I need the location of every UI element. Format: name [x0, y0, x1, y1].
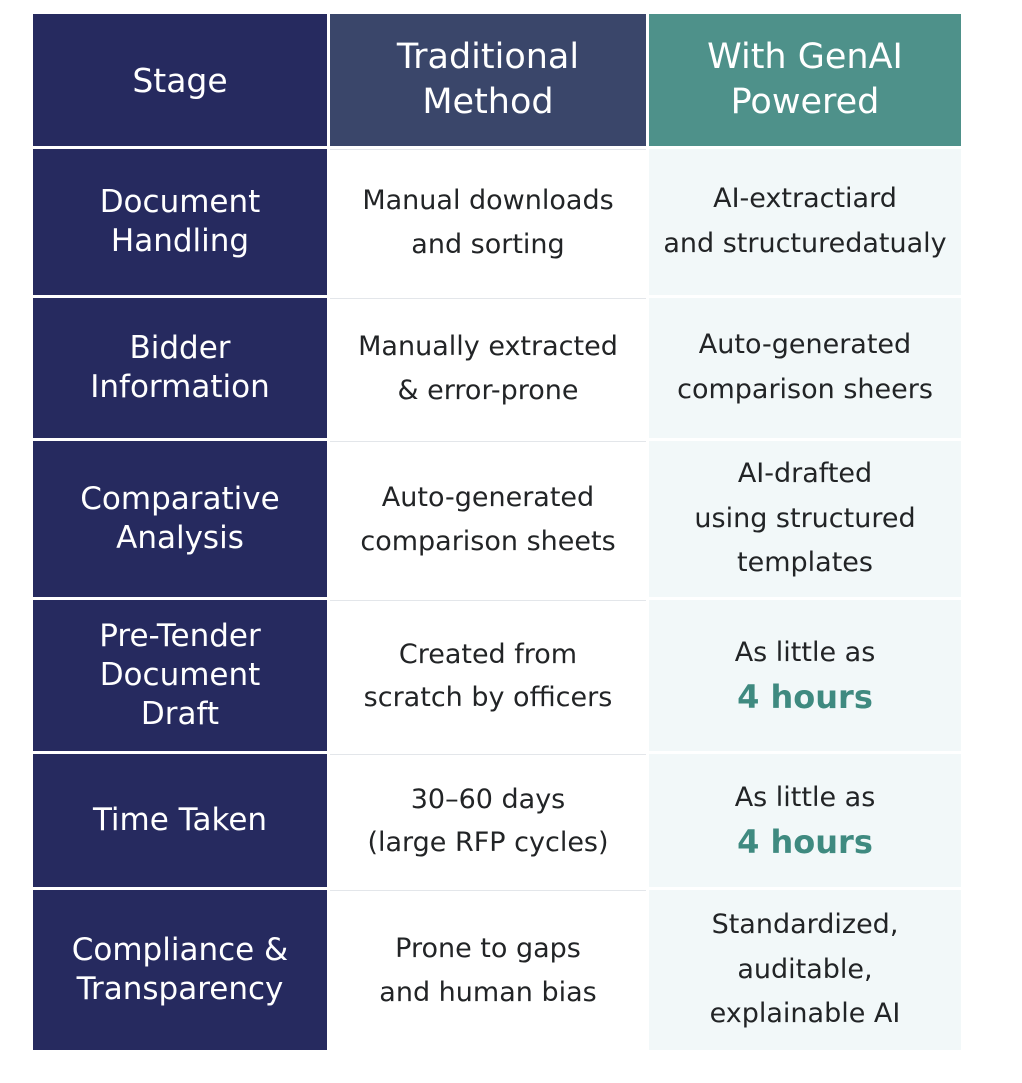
genai-cell: As little as 4 hours	[649, 754, 961, 887]
genai-text: Auto-generated comparison sheers	[677, 329, 933, 405]
genai-cell: As little as 4 hours	[649, 600, 961, 751]
traditional-text: Manually extracted & error-prone	[358, 331, 618, 406]
genai-text: Standardized, auditable, explainable AI	[709, 909, 901, 1030]
traditional-cell: Auto-generated comparison sheets	[330, 441, 646, 597]
stage-label: Comparative Analysis	[80, 480, 280, 556]
stage-label: Time Taken	[92, 801, 268, 838]
traditional-text: Auto-generated comparison sheets	[360, 482, 616, 557]
header-traditional-method: Traditional Method	[330, 14, 646, 146]
genai-text: As little as	[734, 636, 876, 668]
comparison-table: Stage Traditional Method With GenAI Powe…	[33, 14, 961, 1050]
traditional-cell: Prone to gaps and human bias	[330, 890, 646, 1050]
header-genai-powered: With GenAI Powered	[649, 14, 961, 146]
traditional-cell: Manually extracted & error-prone	[330, 298, 646, 438]
traditional-text: Prone to gaps and human bias	[379, 933, 597, 1008]
stage-label: Pre-Tender Document Draft	[99, 617, 261, 733]
genai-cell: Auto-generated comparison sheers	[649, 298, 961, 438]
header-stage: Stage	[33, 14, 327, 146]
traditional-text: 30–60 days (large RFP cycles)	[367, 783, 609, 858]
stage-cell: Time Taken	[33, 754, 327, 887]
header-traditional-label: Traditional Method	[396, 37, 580, 122]
genai-highlight: 4 hours	[737, 823, 873, 862]
traditional-cell: 30–60 days (large RFP cycles)	[330, 754, 646, 887]
stage-cell: Document Handling	[33, 149, 327, 295]
header-stage-label: Stage	[132, 60, 228, 100]
stage-cell: Bidder Information	[33, 298, 327, 438]
traditional-text: Manual downloads and sorting	[362, 185, 614, 260]
genai-highlight: 4 hours	[737, 678, 873, 717]
traditional-cell: Created from scratch by officers	[330, 600, 646, 751]
stage-label: Document Handling	[99, 183, 261, 259]
stage-cell: Pre-Tender Document Draft	[33, 600, 327, 751]
genai-cell: Standardized, auditable, explainable AI	[649, 890, 961, 1050]
genai-cell: AI-extractiard and structuredatualy	[649, 149, 961, 295]
traditional-text: Created from scratch by officers	[363, 638, 613, 713]
stage-cell: Comparative Analysis	[33, 441, 327, 597]
stage-cell: Compliance & Transparency	[33, 890, 327, 1050]
genai-text: AI-drafted using structured templates	[694, 458, 916, 579]
genai-text: AI-extractiard and structuredatualy	[663, 183, 947, 259]
traditional-cell: Manual downloads and sorting	[330, 149, 646, 295]
genai-cell: AI-drafted using structured templates	[649, 441, 961, 597]
header-genai-label: With GenAI Powered	[707, 37, 903, 122]
stage-label: Compliance & Transparency	[71, 931, 289, 1007]
genai-text: As little as	[734, 781, 876, 813]
stage-label: Bidder Information	[90, 329, 270, 405]
